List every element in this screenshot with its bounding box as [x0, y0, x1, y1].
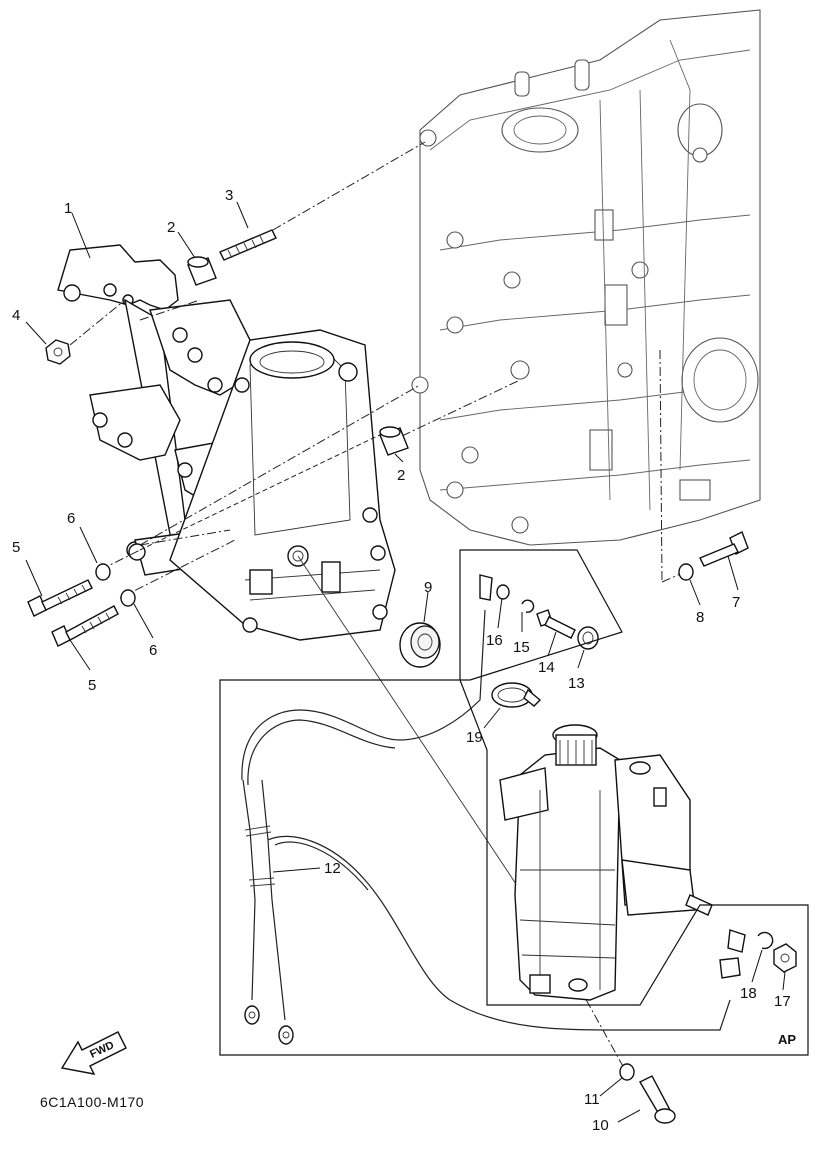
callout-17: 17 — [774, 993, 791, 1010]
callout-13: 13 — [568, 675, 585, 692]
lock-washer-part-15 — [521, 599, 535, 613]
grommet-part-13 — [577, 626, 599, 650]
callout-5-upper: 5 — [12, 539, 20, 556]
washer-part-6-lower — [120, 589, 136, 607]
callout-3: 3 — [225, 187, 233, 204]
callout-numbers: 1 2 3 4 2 5 5 6 6 7 8 9 16 15 14 13 19 1… — [12, 187, 791, 1134]
bolt-part-14 — [536, 609, 576, 639]
stud-bolt-part-3 — [219, 229, 277, 261]
bolt-part-10 — [639, 1075, 676, 1124]
collar-part-2-upper — [187, 256, 217, 286]
bolt-part-7 — [699, 531, 749, 567]
callout-11: 11 — [584, 1091, 600, 1108]
collar-part-2-lower — [379, 426, 409, 456]
callout-2-upper: 2 — [167, 219, 175, 236]
nut-part-17 — [773, 943, 797, 973]
grommet-part-9 — [399, 622, 441, 668]
callout-6-lower: 6 — [149, 642, 157, 659]
leader-lines — [25, 201, 786, 1123]
bolt-part-5-upper — [27, 579, 93, 617]
callout-14: 14 — [538, 659, 555, 676]
callout-8: 8 — [696, 609, 704, 626]
callout-1: 1 — [64, 200, 72, 217]
mounting-plate — [169, 329, 396, 641]
engine-block — [411, 9, 761, 546]
lock-washer-part-18 — [757, 931, 774, 950]
diagram-code: 6C1A100-M170 — [40, 1094, 144, 1110]
nut-part-4 — [45, 339, 71, 365]
assembly-lines — [69, 141, 686, 1071]
clamp-part-19 — [491, 682, 542, 708]
washer-part-8 — [678, 563, 694, 581]
callout-15: 15 — [513, 639, 530, 656]
ap-box-label: AP — [778, 1032, 796, 1047]
washer-part-16 — [496, 584, 510, 600]
callout-16: 16 — [486, 632, 503, 649]
callout-12: 12 — [324, 860, 341, 877]
callout-9: 9 — [424, 579, 432, 596]
callout-7: 7 — [732, 594, 740, 611]
callout-10: 10 — [592, 1117, 609, 1134]
fwd-arrow: FWD — [60, 1031, 127, 1075]
callout-19: 19 — [466, 729, 483, 746]
parts-boundary-frame — [219, 549, 809, 1056]
callout-6-upper: 6 — [67, 510, 75, 527]
washer-part-6-upper — [95, 563, 111, 581]
washer-part-11 — [619, 1063, 635, 1081]
battery-cable-part-12 — [241, 574, 746, 1045]
callout-5-lower: 5 — [88, 677, 96, 694]
callout-4: 4 — [12, 307, 20, 324]
bolt-part-5-lower — [51, 605, 119, 647]
callout-18: 18 — [740, 985, 757, 1002]
callout-2-lower: 2 — [397, 467, 405, 484]
starter-motor — [499, 724, 713, 1001]
